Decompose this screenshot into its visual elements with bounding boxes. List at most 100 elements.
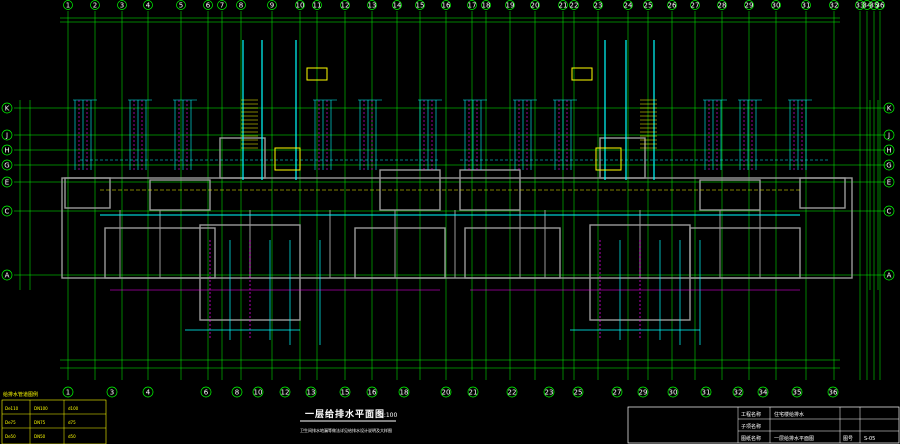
grid-bubble-label: 32 [734, 389, 743, 397]
grid-bubble [757, 386, 769, 398]
grid-bubble-label: K [887, 105, 892, 113]
grid-bubble [117, 0, 127, 10]
title-block: 工程名称 子项名称 图纸名称 住宅楼给排水 一层给排水平面图 图号 S-05 [627, 406, 900, 444]
drawing-scale: 1:100 [380, 412, 397, 419]
wall-outline [354, 227, 446, 279]
grid-bubble-label: 7 [220, 2, 224, 10]
grid-bubble-label: C [5, 208, 10, 216]
axis-grid [14, 11, 886, 380]
legend-cell: d75 [68, 420, 76, 425]
grid-bubble [398, 386, 410, 398]
drawing-title-block: 一层给排水平面图 1:100 卫生间排水地漏等做法详见给排水设计说明及大样图 [300, 408, 397, 433]
grid-bubble [869, 0, 879, 10]
grid-bubble-label: 11 [313, 2, 322, 10]
grid-bubble [558, 0, 568, 10]
grid-bubble [252, 386, 264, 398]
grid-bubble-label: 21 [559, 2, 568, 10]
legend-cell: De75 [5, 420, 16, 425]
grid-bubble [593, 0, 603, 10]
grid-bubble [530, 0, 540, 10]
grid-bubble-label: 18 [400, 389, 409, 397]
grid-bubble [732, 386, 744, 398]
grid-bubble [481, 0, 491, 10]
legend-cell: DN50 [34, 434, 46, 439]
grid-bubble-label: 9 [270, 2, 274, 10]
grid-bubble-label: 33 [856, 2, 865, 10]
grid-bubble [569, 0, 579, 10]
grid-bubble-label: 36 [829, 389, 838, 397]
wall-outline [599, 137, 646, 179]
grid-bubble-label: A [5, 272, 10, 280]
grid-bubble [366, 386, 378, 398]
grid-bubble [643, 0, 653, 10]
wall-outline [61, 177, 853, 279]
grid-bubble-label: 16 [442, 2, 451, 10]
grid-bubble-label: 8 [235, 389, 239, 397]
grid-bubble [217, 0, 227, 10]
grid-bubble-label: 17 [468, 2, 477, 10]
grid-bubble [690, 0, 700, 10]
grid-bubble [231, 386, 243, 398]
grid-bubble [543, 386, 555, 398]
grid-bubble-label: G [4, 162, 9, 170]
grid-bubble [1, 205, 13, 217]
project-name: 住宅楼给排水 [774, 411, 804, 418]
drawing-note: 卫生间排水地漏等做法详见给排水设计说明及大样图 [300, 427, 392, 433]
grid-bubble-label: J [887, 132, 890, 140]
grid-bubble-label: 16 [368, 389, 377, 397]
grid-bubble-label: 18 [482, 2, 491, 10]
sheet-number-label: 图号 [843, 436, 853, 442]
grid-bubble-label: A [887, 272, 892, 280]
grid-bubble [801, 0, 811, 10]
grid-bubble-label: 21 [469, 389, 478, 397]
grid-bubble-label: 36 [876, 2, 885, 10]
grid-bubble [1, 102, 13, 114]
grid-bubble-label: J [5, 132, 8, 140]
grid-bubble-label: 31 [702, 389, 711, 397]
grid-bubble [883, 159, 895, 171]
grid-bubble-label: 19 [506, 2, 515, 10]
grid-bubble [505, 0, 515, 10]
grid-bubble-label: 35 [870, 2, 879, 10]
legend-cell: De50 [5, 434, 16, 439]
grid-bubble-label: 23 [594, 2, 603, 10]
grid-bubble [667, 0, 677, 10]
grid-bubble-label: 6 [204, 389, 209, 397]
grid-bubble [1, 176, 13, 188]
grid-bubble-label: 34 [863, 2, 872, 10]
grid-bubble [305, 386, 317, 398]
grid-bubble-label: 31 [802, 2, 811, 10]
grid-bubble-label: 10 [296, 2, 305, 10]
grid-bubble-label: 14 [393, 2, 402, 10]
legend-cell: DN75 [34, 420, 46, 425]
grid-bubble-label: 1 [66, 389, 70, 397]
grid-bubble [176, 0, 186, 10]
grid-bubble-label: 25 [574, 389, 583, 397]
grid-bubble [415, 0, 425, 10]
grid-bubble-label: G [886, 162, 891, 170]
grid-bubble [267, 0, 277, 10]
legend-cell: DN100 [34, 406, 48, 411]
grid-bubble [862, 0, 872, 10]
grid-bubble-label: 5 [179, 2, 183, 10]
wall-outline [699, 179, 761, 211]
wall-outline [464, 227, 561, 279]
sheet-number: S-05 [864, 436, 875, 442]
title-block-border [627, 406, 900, 444]
grid-bubble-label: 6 [206, 2, 211, 10]
grid-bubble [441, 0, 451, 10]
grid-bubble-label: 25 [644, 2, 653, 10]
grid-bubble [279, 386, 291, 398]
grid-bubble [744, 0, 754, 10]
grid-bubble-label: 27 [613, 389, 622, 397]
legend-cell: d50 [68, 434, 76, 439]
grid-bubble [312, 0, 322, 10]
grid-bubble [392, 0, 402, 10]
grid-bubble [1, 159, 13, 171]
wall-outline [149, 179, 211, 211]
grid-bubble-label: 4 [146, 389, 151, 397]
sheet-drawing-name: 一层给排水平面图 [774, 435, 814, 442]
grid-bubble-label: 24 [624, 2, 633, 10]
